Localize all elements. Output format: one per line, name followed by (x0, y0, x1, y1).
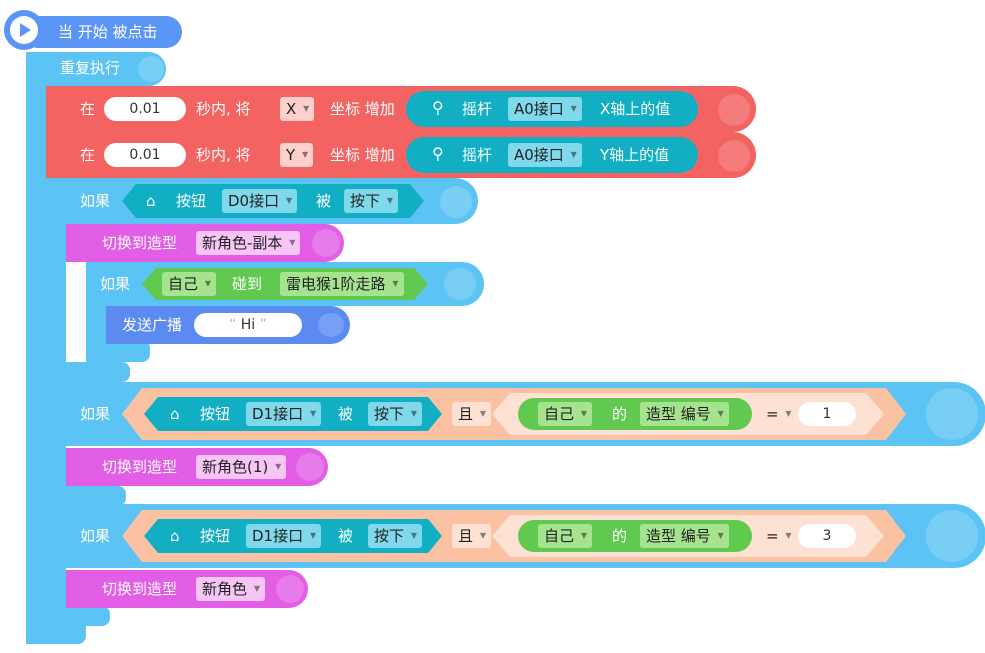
motion-y-suffix: 坐标 增加 (330, 146, 395, 164)
if-3-label: 如果 (80, 527, 111, 545)
motion-y-prefix: 在 (80, 146, 96, 164)
port-dropdown-if1[interactable]: D0接口▼ (222, 189, 298, 213)
seconds-input-x[interactable]: 0.01 (104, 97, 186, 121)
costume-dropdown-1[interactable]: 新角色-副本▼ (196, 231, 301, 255)
switch-costume-label-2: 切换到造型 (102, 458, 178, 476)
broadcast-message-input[interactable]: “ Hi ” (194, 313, 302, 337)
of-label-2: 的 (612, 405, 628, 423)
logic-op-dropdown-3[interactable]: 且▼ (452, 524, 492, 548)
state-dropdown-if2[interactable]: 按下▼ (368, 402, 423, 426)
forever-label: 重复执行 (60, 59, 121, 77)
inner-if-foot (86, 340, 150, 362)
attribute-dropdown-2[interactable]: 造型 编号▼ (640, 402, 729, 426)
by-label-3: 被 (338, 527, 354, 545)
touch-label: 碰到 (232, 275, 263, 293)
motion-x-prefix: 在 (80, 100, 96, 118)
shirt-icon (276, 575, 304, 603)
inner-if-label: 如果 (100, 275, 131, 293)
motion-y-mid: 秒内, 将 (196, 146, 251, 164)
axis-dropdown-y[interactable]: Y▼ (280, 143, 314, 167)
seconds-input-y[interactable]: 0.01 (104, 143, 186, 167)
shirt-icon (312, 229, 340, 257)
joystick-icon: ⚲ (432, 98, 444, 117)
when-clicked-hat[interactable] (22, 16, 182, 48)
port-dropdown-if2[interactable]: D1接口▼ (246, 402, 322, 426)
costume-dropdown-3[interactable]: 新角色▼ (196, 577, 266, 601)
self-dropdown-touch[interactable]: 自己▼ (162, 272, 217, 296)
self-dropdown-2[interactable]: 自己▼ (538, 402, 593, 426)
compare-op-dropdown-2[interactable]: =▼ (760, 402, 797, 426)
port-dropdown-x[interactable]: A0接口▼ (508, 97, 582, 121)
forever-block[interactable] (26, 52, 166, 86)
ghost-icon (718, 94, 750, 126)
broadcast-label: 发送广播 (122, 316, 183, 334)
logic-op-dropdown-2[interactable]: 且▼ (452, 402, 492, 426)
forever-arm (26, 80, 46, 640)
gamepad-icon (926, 510, 978, 562)
button-label-3: 按钮 (200, 527, 231, 545)
compare-op-dropdown-3[interactable]: =▼ (760, 524, 797, 548)
port-dropdown-y[interactable]: A0接口▼ (508, 143, 582, 167)
if-1-label: 如果 (80, 192, 111, 210)
switch-costume-label-1: 切换到造型 (102, 234, 178, 252)
axis-dropdown-x[interactable]: X▼ (280, 97, 315, 121)
compare-value-input-2[interactable]: 1 (798, 402, 856, 426)
of-label-3: 的 (612, 527, 628, 545)
toggle-icon (318, 313, 344, 337)
port-dropdown-if3[interactable]: D1接口▼ (246, 524, 322, 548)
axis-value-x: X轴上的值 (600, 100, 671, 118)
if-2-label: 如果 (80, 405, 111, 423)
if-2-foot (46, 486, 126, 506)
joystick-label-y: 摇杆 (462, 146, 493, 164)
gamepad-icon (926, 388, 978, 440)
self-dropdown-3[interactable]: 自己▼ (538, 524, 593, 548)
gamepad-icon (444, 268, 476, 300)
button-icon: ⌂ (170, 405, 180, 423)
inner-if-arm (86, 300, 106, 350)
attribute-dropdown-3[interactable]: 造型 编号▼ (640, 524, 729, 548)
switch-costume-label-3: 切换到造型 (102, 580, 178, 598)
state-dropdown-if3[interactable]: 按下▼ (368, 524, 423, 548)
shirt-icon (296, 453, 324, 481)
costume-dropdown-2[interactable]: 新角色(1)▼ (196, 455, 287, 479)
gamepad-icon (440, 186, 472, 218)
by-label-2: 被 (338, 405, 354, 423)
if-1-foot (46, 362, 130, 382)
button-label-2: 按钮 (200, 405, 231, 423)
button-label-1: 按钮 (176, 192, 207, 210)
button-icon: ⌂ (146, 192, 156, 210)
if-1-arm (46, 220, 66, 380)
joystick-icon: ⚲ (432, 144, 444, 163)
by-label-1: 被 (316, 192, 332, 210)
touch-target-dropdown[interactable]: 雷电猴1阶走路▼ (280, 272, 404, 296)
button-icon: ⌂ (170, 527, 180, 545)
compare-value-input-3[interactable]: 3 (798, 524, 856, 548)
state-dropdown-if1[interactable]: 按下▼ (344, 189, 399, 213)
if-3-foot (46, 606, 110, 626)
play-icon[interactable] (4, 10, 44, 50)
joystick-label-x: 摇杆 (462, 100, 493, 118)
hat-label: 当 开始 被点击 (58, 23, 158, 41)
ghost-icon (718, 140, 750, 172)
motion-x-suffix: 坐标 增加 (330, 100, 395, 118)
switch-costume-block-3[interactable] (66, 570, 308, 608)
axis-value-y: Y轴上的值 (600, 146, 670, 164)
gamepad-icon (138, 56, 164, 82)
motion-x-mid: 秒内, 将 (196, 100, 251, 118)
